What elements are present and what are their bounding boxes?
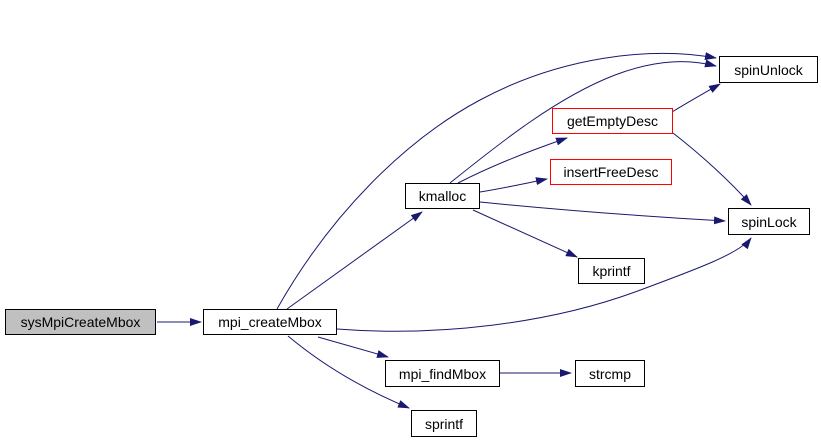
edge-kmalloc-to-getEmptyDesc	[457, 137, 568, 184]
node-sprintf[interactable]: sprintf	[411, 410, 477, 437]
node-strcmp[interactable]: strcmp	[575, 360, 645, 387]
edge-kmalloc-to-kprintf	[472, 209, 578, 258]
edge-kmalloc-to-spinUnlock	[449, 59, 717, 184]
edge-kmalloc-to-spinLock	[479, 201, 726, 225]
node-spinLock[interactable]: spinLock	[728, 208, 810, 235]
edge-getEmptyDesc-to-spinLock	[672, 132, 752, 206]
edge-mpi_createMbox-to-kmalloc	[286, 211, 423, 310]
edge-mpi_createMbox-to-spinLock	[336, 237, 752, 332]
node-kprintf[interactable]: kprintf	[578, 258, 645, 284]
edge-mpi_createMbox-to-spinUnlock	[276, 52, 717, 310]
node-getEmptyDesc[interactable]: getEmptyDesc	[552, 108, 673, 134]
edge-getEmptyDesc-to-spinUnlock	[671, 83, 721, 113]
node-kmalloc[interactable]: kmalloc	[405, 183, 480, 209]
node-mpi_findMbox[interactable]: mpi_findMbox	[385, 360, 500, 387]
node-insertFreeDesc[interactable]: insertFreeDesc	[550, 159, 672, 185]
edge-mpi_createMbox-to-sprintf	[287, 335, 410, 409]
node-sysMpiCreateMbox: sysMpiCreateMbox	[5, 309, 156, 335]
node-spinUnlock[interactable]: spinUnlock	[719, 56, 818, 83]
edge-mpi_createMbox-to-mpi_findMbox	[317, 336, 389, 358]
node-mpi_createMbox[interactable]: mpi_createMbox	[203, 309, 337, 335]
edge-kmalloc-to-insertFreeDesc	[479, 177, 548, 193]
